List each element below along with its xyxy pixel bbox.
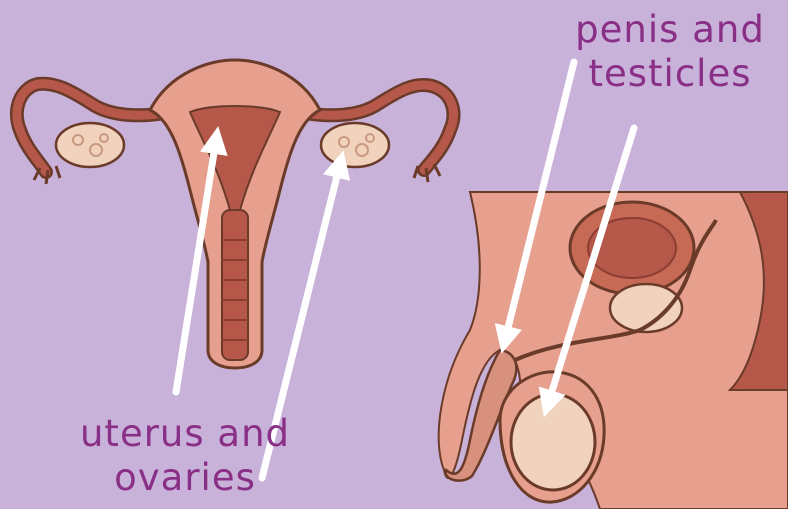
female-reproductive-illustration xyxy=(17,60,454,368)
male-reproductive-illustration xyxy=(439,192,788,509)
male-organs-label: penis and testicles xyxy=(560,8,780,96)
testicle xyxy=(511,394,595,490)
male-label-line-1: penis and xyxy=(560,8,780,52)
left-ovary xyxy=(56,123,124,167)
female-organs-label: uterus and ovaries xyxy=(55,412,315,500)
right-ovary xyxy=(321,123,389,167)
male-label-line-2: testicles xyxy=(560,52,780,96)
female-label-line-1: uterus and xyxy=(55,412,315,456)
female-label-line-2: ovaries xyxy=(55,456,315,500)
